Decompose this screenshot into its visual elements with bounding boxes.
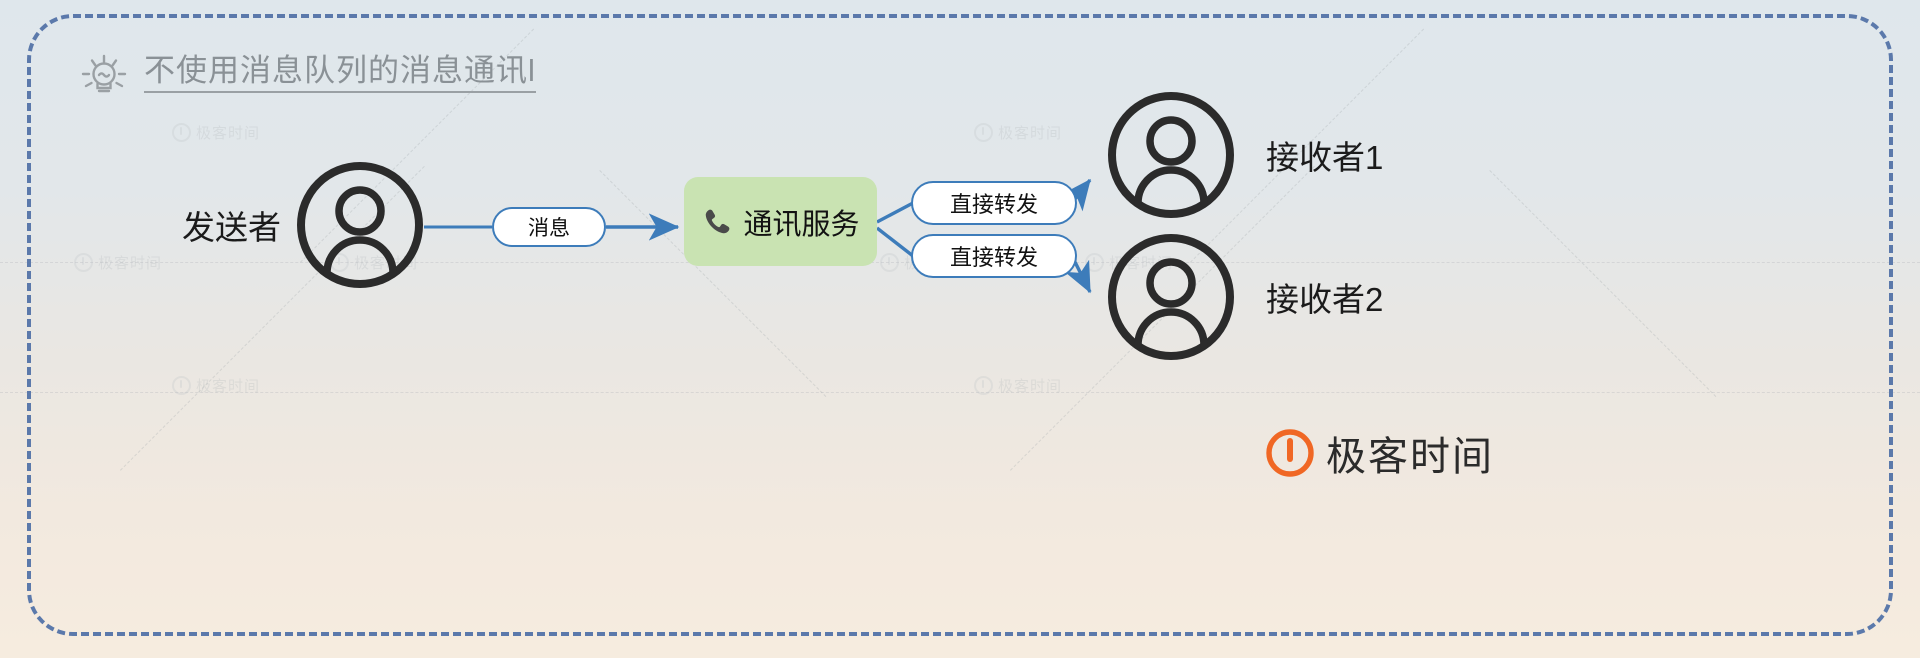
node-receiver-2[interactable]: 接收者2 [1106,232,1383,362]
diagram-frame [27,14,1893,636]
edge-service-to-forward1 [876,201,914,224]
geektime-logo-icon [1266,429,1314,477]
diagram-title: 不使用消息队列的消息通讯l [78,50,536,98]
lightbulb-idea-icon [81,54,127,93]
user-avatar-icon [1108,92,1234,218]
node-forward-2-label: 直接转发 [949,245,1038,270]
node-receiver-2-label: 接收者2 [1266,281,1384,318]
node-sender-label: 发送者 [182,209,281,246]
edge-service-to-forward2 [875,226,915,258]
user-avatar-icon [1108,234,1234,360]
phone-icon [706,209,730,233]
node-sender[interactable]: 发送者 [182,160,425,290]
user-avatar-icon [297,162,423,288]
geektime-mark-icon [172,123,191,142]
node-forward-1-label: 直接转发 [949,192,1038,217]
background-hairline [0,392,1920,393]
edge-forward2-to-receiver2 [1064,259,1092,294]
node-forward-2[interactable]: 直接转发 [911,234,1077,278]
node-communication-service-label: 通讯服务 [743,208,860,241]
node-forward-1[interactable]: 直接转发 [911,181,1077,225]
geektime-logo-label: 极客时间 [1326,435,1494,479]
geektime-logo: 极客时间 [1266,424,1494,482]
geektime-mark-icon [974,123,993,142]
node-receiver-1-label: 接收者1 [1266,139,1384,176]
watermark-label: 极客时间 [998,125,1063,142]
watermark-label: 极客时间 [196,125,261,142]
diagram-title-label: 不使用消息队列的消息通讯l [144,54,536,94]
node-message[interactable]: 消息 [492,207,606,247]
node-communication-service[interactable]: 通讯服务 [684,177,877,266]
watermark: 极客时间 [974,122,1062,143]
background-hairline [1489,170,1717,397]
watermark: 极客时间 [172,122,260,143]
node-receiver-1[interactable]: 接收者1 [1106,90,1383,220]
node-message-label: 消息 [528,217,570,240]
edge-forward1-to-receiver1 [1061,178,1092,212]
